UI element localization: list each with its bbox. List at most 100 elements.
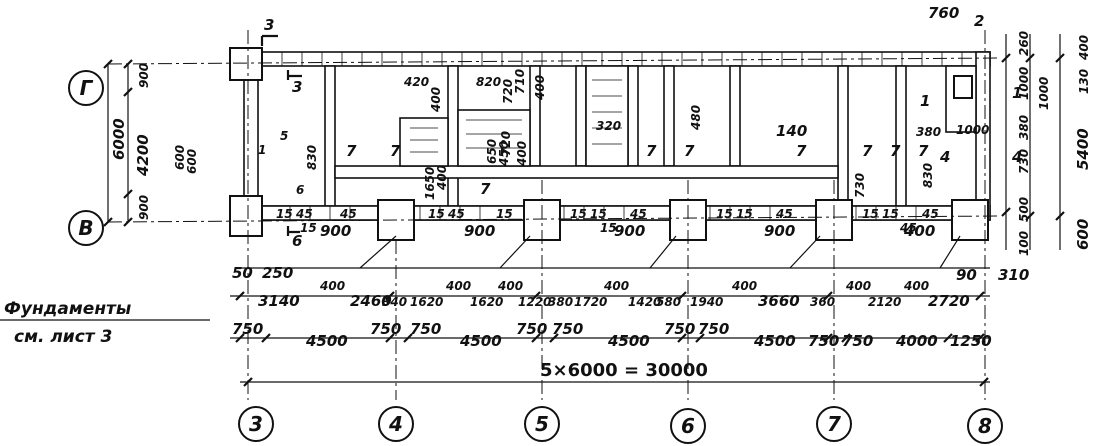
dim-pier-4: 1620 bbox=[410, 295, 443, 309]
dim-pier-2: 2460 bbox=[350, 292, 392, 310]
dim-pier-8: 1220 bbox=[518, 295, 551, 309]
dim-axis-10: 4500 bbox=[753, 332, 796, 350]
axis-bubble-3 bbox=[238, 406, 274, 442]
section-mark-10: 7 bbox=[684, 142, 695, 160]
dim-small-1: 250 bbox=[262, 264, 293, 282]
section-mark-4: 6 bbox=[292, 232, 302, 250]
dim-int-18: 830 bbox=[921, 163, 935, 188]
dim-pier-9: 380 bbox=[548, 295, 573, 309]
axis-label-8: 8 bbox=[978, 414, 992, 438]
section-mark-16: 4 bbox=[1011, 148, 1022, 166]
dim-pier-12: 1420 bbox=[628, 295, 661, 309]
axis-label-v: В bbox=[78, 216, 93, 240]
section-mark-11: 7 bbox=[796, 142, 807, 160]
dim-int-17: 730 bbox=[853, 173, 867, 198]
dim-pier-14: 1940 bbox=[690, 295, 723, 309]
dim-int-5: 400 bbox=[533, 75, 547, 101]
opening-dimensions: 900 900 900 900 400 bbox=[320, 222, 935, 240]
top-mark-2: 2 bbox=[974, 12, 984, 30]
total-dimension: 5×6000 = 30000 bbox=[540, 360, 708, 381]
axis-label-6: 6 bbox=[681, 414, 695, 438]
dim-int-2: 820 bbox=[476, 75, 501, 89]
axis-bubble-v bbox=[68, 210, 104, 246]
dim-pier-15: 400 bbox=[731, 279, 757, 293]
dim-int-13: 400 bbox=[515, 141, 529, 167]
band-dim-3: 15 bbox=[428, 207, 445, 221]
section-mark-17: 1 bbox=[920, 92, 930, 110]
axis-bubble-6 bbox=[670, 408, 706, 444]
band-dim-8: 45 bbox=[629, 207, 647, 221]
section-mark-3: 6 bbox=[296, 183, 304, 197]
band-dim-14: 45 bbox=[921, 207, 939, 221]
dim-pier-18: 400 bbox=[845, 279, 871, 293]
axis-label-g: Г bbox=[80, 76, 94, 100]
dim-pier-1: 400 bbox=[319, 279, 345, 293]
dim-right-9: 600 bbox=[1074, 219, 1092, 250]
dim-int-19: 380 bbox=[916, 125, 941, 139]
dim-pier-20: 400 bbox=[903, 279, 929, 293]
interior-dimensions: 420 400 820 720 710 400 830 600 1650 400… bbox=[185, 69, 1051, 200]
dim-right-7: 500 bbox=[1017, 197, 1031, 222]
axis-bubble-7 bbox=[816, 406, 852, 442]
opening-dim-2: 900 bbox=[614, 222, 645, 240]
note-see-sheet: см. лист 3 bbox=[14, 327, 112, 347]
axis-label-3: 3 bbox=[249, 412, 263, 436]
dim-pier-11: 400 bbox=[603, 279, 629, 293]
opening-dim-3: 900 bbox=[764, 222, 795, 240]
axis-label-4: 4 bbox=[388, 412, 403, 436]
dim-pier-13: 580 bbox=[656, 295, 681, 309]
left-dimensions: 6000 4200 900 900 600 bbox=[110, 63, 187, 220]
dim-pier-6: 1620 bbox=[470, 295, 503, 309]
dim-axis-0: 750 bbox=[232, 320, 263, 338]
band-dim-16: 15 bbox=[600, 221, 617, 235]
dim-axis-12: 750 bbox=[842, 332, 873, 350]
axis-bubble-g bbox=[68, 70, 104, 106]
dim-int-10: 650 bbox=[485, 139, 499, 164]
dim-pier-19: 2120 bbox=[868, 295, 901, 309]
dim-axis-9: 750 bbox=[698, 320, 729, 338]
band-dim-2: 45 bbox=[339, 207, 357, 221]
dim-int-8: 1650 bbox=[423, 167, 437, 200]
dim-axis-13: 4000 bbox=[895, 332, 938, 350]
dim-int-12: 450 bbox=[497, 141, 511, 167]
dim-int-4: 710 bbox=[513, 69, 527, 94]
section-mark-6: 7 bbox=[346, 142, 357, 160]
axis-bubble-8 bbox=[967, 408, 1003, 444]
band-dimensions: 15 45 45 15 45 15 15 15 45 15 15 45 15 1… bbox=[276, 207, 939, 235]
dim-int-20: 1000 bbox=[1037, 77, 1051, 110]
band-dim-13: 15 bbox=[882, 207, 899, 221]
opening-dim-4: 400 bbox=[903, 222, 935, 240]
section-mark-0: 3 bbox=[264, 16, 274, 34]
section-mark-15: 4 bbox=[939, 148, 950, 166]
dim-int-14: 320 bbox=[596, 119, 621, 133]
band-dim-10: 15 bbox=[736, 207, 753, 221]
dim-axis-1: 4500 bbox=[305, 332, 348, 350]
dim-left-1: 4200 bbox=[134, 134, 152, 177]
band-dim-5: 15 bbox=[496, 207, 513, 221]
dim-int-0: 420 bbox=[403, 75, 429, 89]
dim-int-9: 400 bbox=[435, 165, 449, 191]
section-mark-8: 7 bbox=[480, 180, 491, 198]
section-mark-1: 3 bbox=[292, 78, 302, 96]
axis-label-7: 7 bbox=[827, 412, 841, 436]
dim-right-4: 5400 bbox=[1074, 128, 1092, 170]
dim-axis-8: 750 bbox=[664, 320, 695, 338]
dim-left-4: 600 bbox=[173, 145, 187, 170]
dim-int-21: 1000 bbox=[956, 123, 989, 137]
note-foundations: Фундаменты bbox=[4, 299, 131, 319]
dim-axis-5: 750 bbox=[516, 320, 547, 338]
band-dim-17: 45 bbox=[899, 221, 917, 235]
dim-right-2: 130 bbox=[1077, 69, 1091, 94]
section-mark-9: 7 bbox=[646, 142, 657, 160]
dim-int-11: 720 bbox=[499, 131, 513, 156]
dim-small-2: 90 bbox=[956, 266, 977, 284]
band-dim-7: 15 bbox=[590, 207, 607, 221]
dim-axis-3: 750 bbox=[410, 320, 441, 338]
dim-int-6: 830 bbox=[305, 145, 319, 170]
dim-axis-7: 4500 bbox=[607, 332, 650, 350]
dim-small-3: 310 bbox=[998, 266, 1029, 284]
dim-pier-21: 2720 bbox=[928, 292, 970, 310]
leader-lines bbox=[240, 235, 990, 269]
dimension-lines bbox=[103, 34, 1065, 387]
